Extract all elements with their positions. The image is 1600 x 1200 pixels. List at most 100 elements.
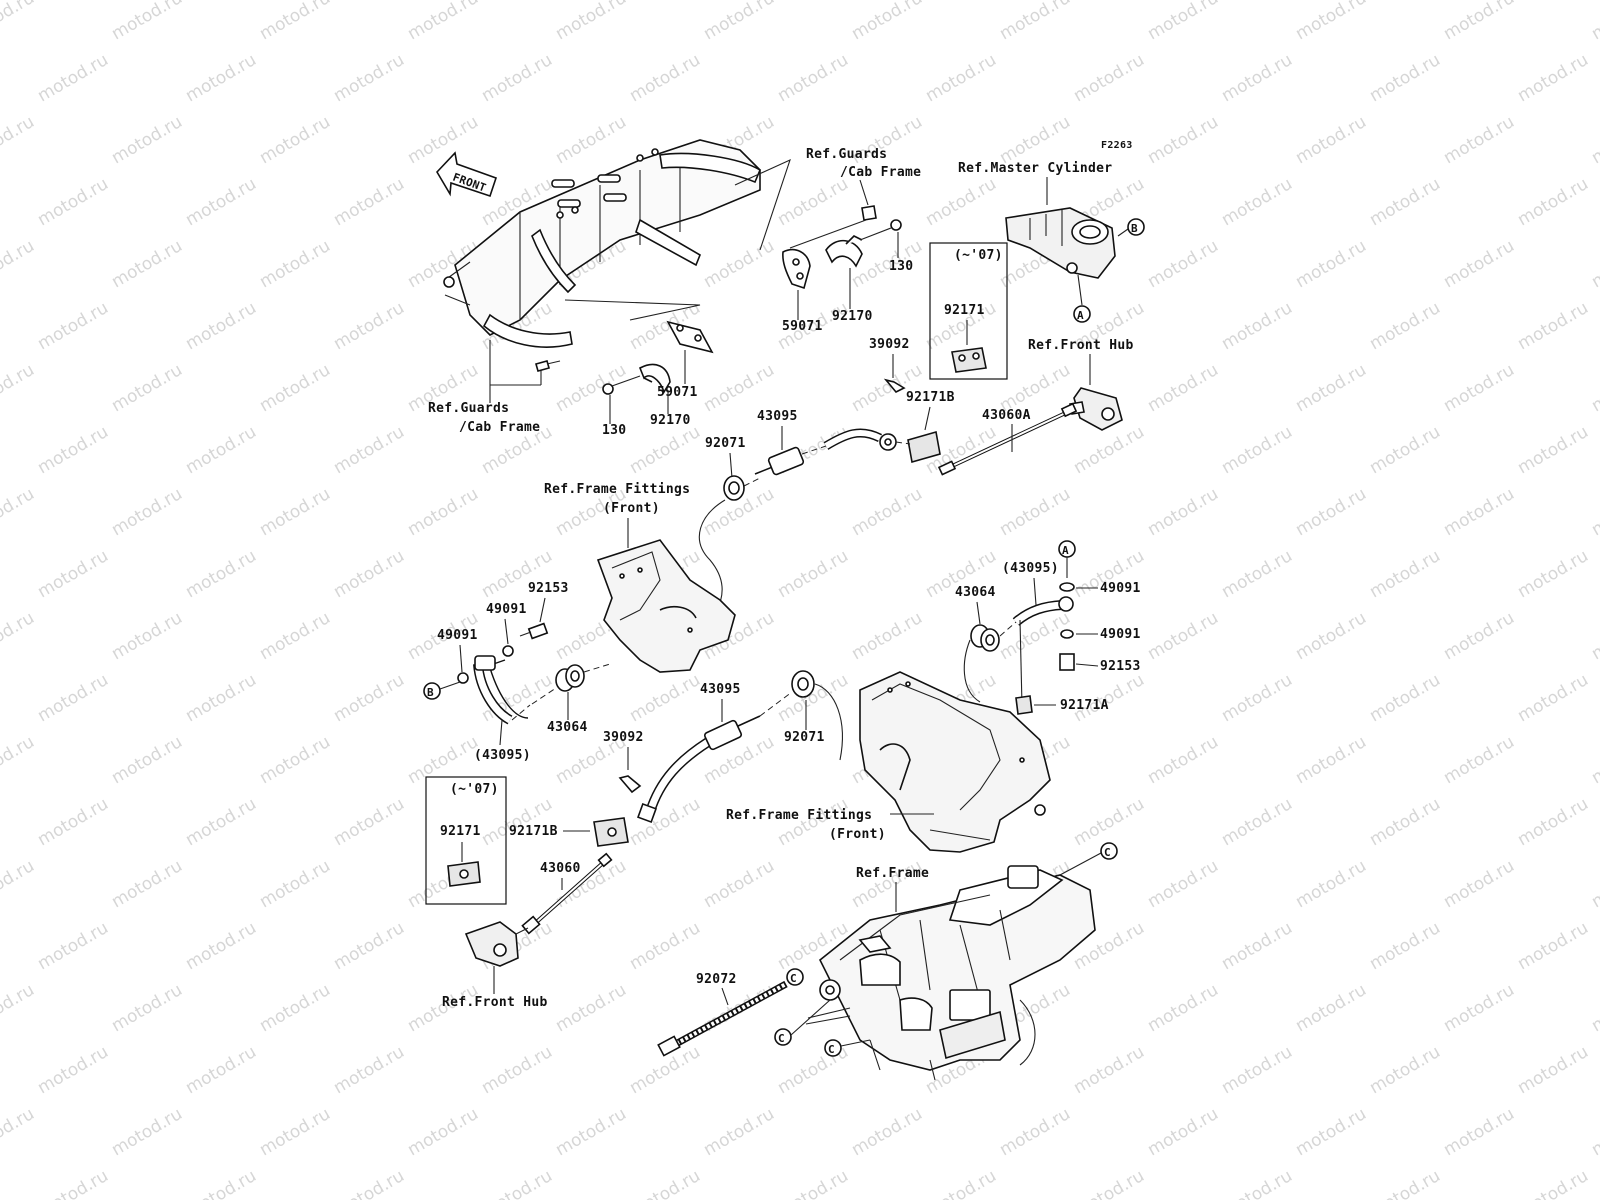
grommet-92071-lower [791, 670, 815, 698]
washer-49091-right-b [1060, 629, 1074, 639]
brake-hose-43060 [521, 852, 613, 935]
svg-text:A: A [1062, 544, 1069, 557]
svg-text:C: C [828, 1043, 835, 1056]
clamp-92171a [1015, 695, 1033, 715]
ref-front-hub-label-top: Ref.Front Hub [1028, 338, 1134, 353]
frame-fitting-top-illustration [596, 539, 736, 673]
part-92171b-top: 92171B [906, 390, 955, 405]
part-43095-ref-left: (43095) [474, 748, 531, 763]
part-130-left: 130 [602, 423, 626, 438]
part-92170-center: 92170 [832, 309, 873, 324]
callout-c-bottom-b: C [824, 1039, 842, 1057]
callout-b-left: B [423, 682, 441, 700]
ref-cab-frame-label-center: /Cab Frame [840, 165, 921, 180]
svg-text:C: C [1104, 846, 1111, 859]
front-hub-caliper-bottom [464, 921, 529, 967]
year-range-box-top: (~'07) 92171 [929, 242, 1008, 380]
washer-49091-right-a [1059, 582, 1075, 592]
part-43064-left: 43064 [547, 720, 588, 735]
grommet-43064-right [970, 624, 1000, 652]
cable-tie-92072 [657, 980, 788, 1057]
callout-b-top: B [1127, 218, 1145, 236]
part-92170-left: 92170 [650, 413, 691, 428]
part-49091-right-a: 49091 [1100, 581, 1141, 596]
bracket-59071-center [782, 248, 811, 290]
brake-hose-43095-lower [637, 715, 761, 823]
banjo-fitting-right [1012, 596, 1074, 626]
clamp-92170-left [638, 363, 671, 394]
front-hub-caliper-top [1069, 387, 1123, 431]
clamp-92171b-top [907, 430, 941, 464]
svg-text:B: B [427, 686, 434, 699]
callout-a-top: A [1073, 305, 1091, 323]
part-43095-lower: 43095 [700, 682, 741, 697]
clip-39092-top [883, 378, 906, 393]
master-cylinder-illustration [1005, 207, 1129, 279]
bolt-130-left [535, 360, 561, 372]
brake-hose-43095-left [473, 655, 531, 725]
ref-frame-fittings-label-right: Ref.Frame Fittings [726, 808, 872, 823]
part-39092-top: 39092 [869, 337, 910, 352]
part-92072: 92072 [696, 972, 737, 987]
nut-130-center [890, 219, 902, 231]
frame-fitting-right-illustration [859, 671, 1051, 853]
ref-cab-frame-label-left: /Cab Frame [459, 420, 540, 435]
part-43064-right: 43064 [955, 585, 996, 600]
brake-hose-43095-top [754, 428, 911, 476]
year-range-label-bottom: (~'07) [450, 782, 499, 797]
part-92153-right: 92153 [1100, 659, 1141, 674]
brake-hose-43060a [937, 402, 1078, 476]
part-130-center: 130 [889, 259, 913, 274]
part-92071-lower: 92071 [784, 730, 825, 745]
year-range-label-top: (~'07) [954, 248, 1003, 263]
svg-text:B: B [1131, 222, 1138, 235]
grommet-92071-top [723, 475, 745, 501]
svg-text:A: A [1077, 309, 1084, 322]
ref-guards-label-center: Ref.Guards [806, 147, 887, 162]
year-range-box-bottom: (~'07) 92171 [425, 776, 507, 905]
callout-c-bottom-a: C [774, 1028, 792, 1046]
ref-frame-fittings-label-top: Ref.Frame Fittings [544, 482, 690, 497]
nut-130-left [602, 383, 614, 395]
bracket-59071-left [666, 320, 714, 354]
part-39092-lower: 39092 [603, 730, 644, 745]
part-59071-left: 59071 [657, 385, 698, 400]
part-59071-center: 59071 [782, 319, 823, 334]
ref-frame-label: Ref.Frame [856, 866, 929, 881]
ref-front-hub-label-bottom: Ref.Front Hub [442, 995, 548, 1010]
part-92171b-lower: 92171B [509, 824, 558, 839]
bolt-92153-left [519, 622, 549, 640]
part-92171-bottom: 92171 [440, 824, 481, 839]
svg-text:C: C [778, 1032, 785, 1045]
washer-49091-left-a [502, 645, 514, 657]
part-43095-top: 43095 [757, 409, 798, 424]
bolt-upper-center [789, 205, 877, 249]
grommet-43064-left [555, 664, 585, 692]
part-49091-left-a: 49091 [486, 602, 527, 617]
clamp-92170-center [825, 235, 863, 268]
svg-text:C: C [790, 972, 797, 985]
part-49091-right-b: 49091 [1100, 627, 1141, 642]
ref-guards-label-left: Ref.Guards [428, 401, 509, 416]
part-92171a: 92171A [1060, 698, 1109, 713]
front-arrow-icon: FRONT [436, 151, 498, 198]
callout-c-frame-top: C [1100, 842, 1118, 860]
part-43060: 43060 [540, 861, 581, 876]
ref-frame-fittings-front-top: (Front) [603, 501, 660, 516]
figure-code: F2263 [1101, 140, 1133, 151]
callout-c-tie: C [786, 968, 804, 986]
bolt-92153-right [1059, 653, 1075, 671]
ref-frame-fittings-front-right: (Front) [829, 827, 886, 842]
washer-49091-left-b [457, 672, 469, 684]
guards-cab-frame-illustration [443, 139, 791, 348]
part-92071-top: 92071 [705, 436, 746, 451]
part-43060a: 43060A [982, 408, 1031, 423]
ref-master-cylinder-label: Ref.Master Cylinder [958, 161, 1112, 176]
part-92171-top: 92171 [944, 303, 985, 318]
clip-39092-lower [618, 775, 642, 794]
frame-illustration [818, 865, 1096, 1081]
callout-a-right: A [1058, 540, 1076, 558]
part-49091-left-b: 49091 [437, 628, 478, 643]
